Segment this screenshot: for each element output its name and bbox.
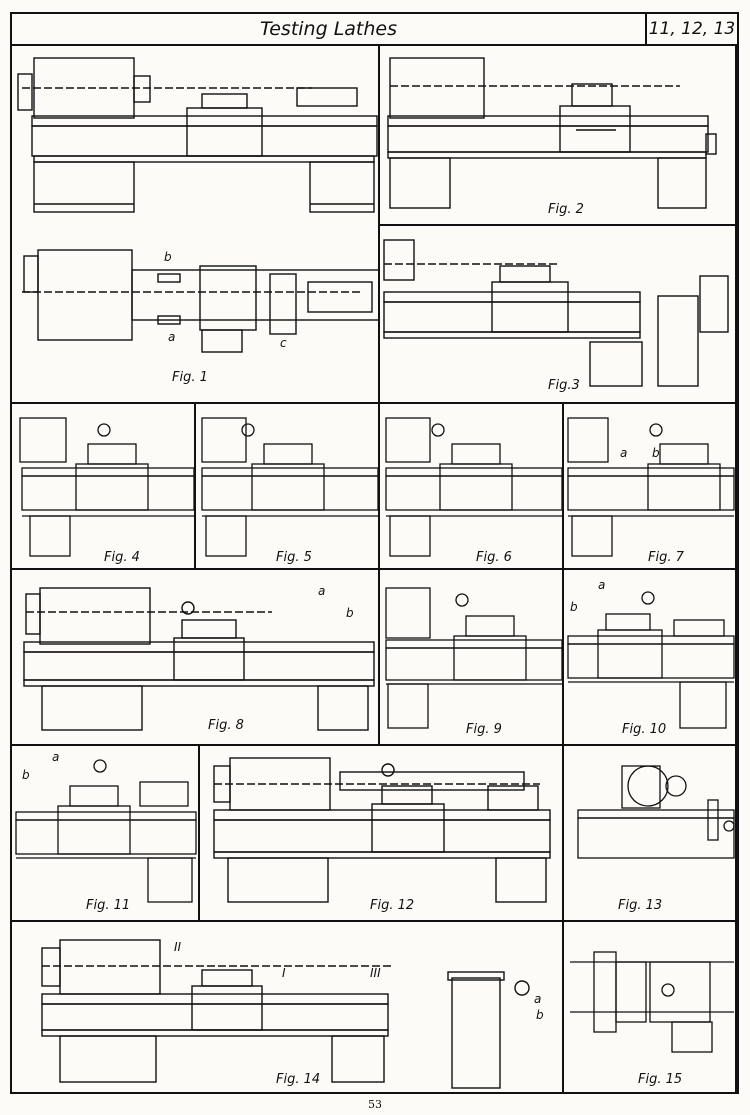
figure-1-label-c: c (280, 336, 287, 350)
figure-7-caption: Fig. 7 (648, 550, 684, 565)
page-title: Testing Lathes (12, 14, 647, 46)
figure-14-label-b: b (536, 1008, 544, 1022)
figure-3-panel: Fig.3 (380, 226, 737, 404)
figure-10-label-a: a (598, 578, 606, 592)
figure-12-caption: Fig. 12 (370, 898, 415, 913)
figure-10-panel: a b Fig. 10 (564, 570, 737, 746)
figure-6-panel: Fig. 6 (380, 404, 564, 570)
figure-8-drawing (23, 587, 375, 731)
figure-1-caption: Fig. 1 (172, 370, 208, 385)
figure-10-label-b: b (570, 600, 578, 614)
figure-14-label-i: I (282, 966, 286, 980)
figure-2-drawing (387, 57, 717, 209)
figure-15-drawing (570, 951, 734, 1053)
figure-1-drawing (17, 57, 380, 353)
figure-14-panel: II I III a b Fig. 14 (12, 922, 564, 1094)
figure-numbers: 11, 12, 13 (647, 14, 737, 46)
figure-9-caption: Fig. 9 (466, 722, 502, 737)
figure-11-label-b: b (22, 768, 30, 782)
figure-8-label-a: a (318, 584, 326, 598)
figure-9-drawing (385, 587, 563, 729)
figure-2-panel: Fig. 2 (380, 46, 737, 226)
figure-10-drawing (567, 591, 735, 729)
figure-14-label-iii: III (370, 966, 381, 980)
figure-5-panel: Fig. 5 (196, 404, 380, 570)
figure-1-label-b: b (164, 250, 172, 264)
figure-14-drawing (41, 939, 530, 1089)
figure-13-drawing (577, 765, 735, 859)
figure-6-drawing (385, 417, 563, 557)
figure-13-caption: Fig. 13 (618, 898, 663, 913)
figure-14-label-a: a (534, 992, 542, 1006)
figure-3-caption: Fig.3 (548, 378, 580, 393)
figure-11-label-a: a (52, 750, 60, 764)
figure-4-panel: Fig. 4 (12, 404, 196, 570)
figure-14-caption: Fig. 14 (276, 1072, 321, 1087)
figure-7-label-a: a (620, 446, 628, 460)
figure-8-caption: Fig. 8 (208, 718, 244, 733)
figure-13-panel: Fig. 13 (564, 746, 737, 922)
figure-12-panel: Fig. 12 (200, 746, 564, 922)
figure-11-panel: a b Fig. 11 (12, 746, 200, 922)
figure-1-panel: b a c Fig. 1 (12, 46, 380, 404)
figure-8-panel: a b Fig. 8 (12, 570, 380, 746)
figure-6-caption: Fig. 6 (476, 550, 512, 565)
figure-4-drawing (19, 417, 195, 557)
figure-3-drawing (383, 239, 729, 387)
figure-5-drawing (201, 417, 379, 557)
figure-5-caption: Fig. 5 (276, 550, 312, 565)
figure-7-label-b: b (652, 446, 660, 460)
figure-7-drawing (567, 417, 735, 557)
figure-2-caption: Fig. 2 (548, 202, 584, 217)
figure-7-panel: a b Fig. 7 (564, 404, 737, 570)
figure-15-caption: Fig. 15 (638, 1072, 683, 1087)
figure-1-label-a: a (168, 330, 176, 344)
figure-15-panel: Fig. 15 (564, 922, 737, 1094)
figure-4-caption: Fig. 4 (104, 550, 140, 565)
figure-8-label-b: b (346, 606, 354, 620)
page-number: 53 (368, 1098, 382, 1111)
figure-12-drawing (213, 757, 551, 903)
figure-14-label-ii: II (174, 940, 182, 954)
figure-11-drawing (15, 759, 197, 903)
figure-10-caption: Fig. 10 (622, 722, 667, 737)
figure-11-caption: Fig. 11 (86, 898, 131, 913)
figure-9-panel: Fig. 9 (380, 570, 564, 746)
